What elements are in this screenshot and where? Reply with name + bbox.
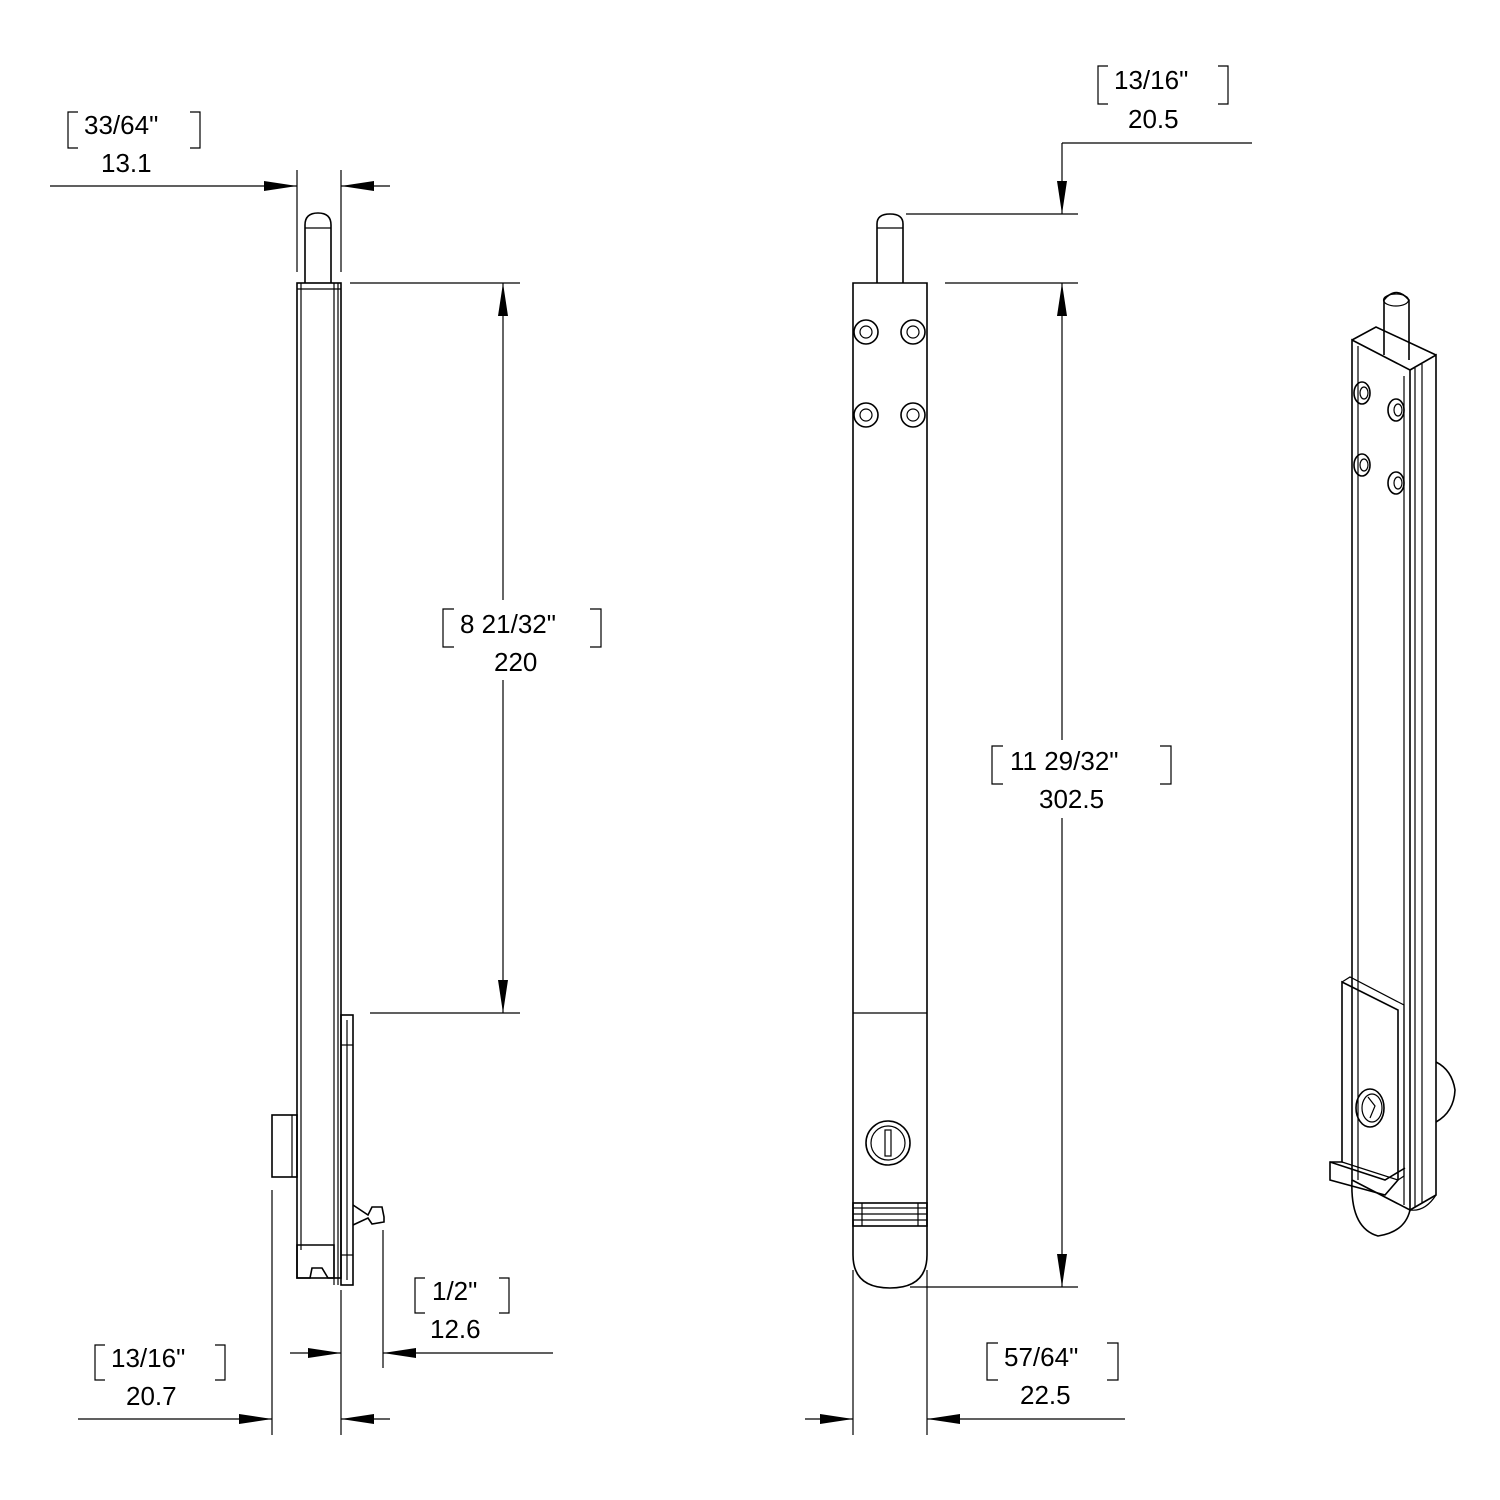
iso-body-side xyxy=(1409,353,1437,1211)
dim-side-knob-offset-imperial: 1/2" xyxy=(432,1276,477,1306)
dim-front-body-width-imperial: 57/64" xyxy=(1004,1342,1078,1372)
side-slide-plate xyxy=(340,1014,354,1286)
dim-front-body-length-metric: 302.5 xyxy=(1039,784,1104,814)
iso-pin xyxy=(1383,291,1410,360)
dim-side-slide-length-metric: 220 xyxy=(494,647,537,677)
iso-screw-hole xyxy=(1353,381,1371,405)
dim-side-pin-width: 33/64" 13.1 xyxy=(50,110,390,272)
dim-front-body-width: 57/64" 22.5 xyxy=(805,1270,1125,1435)
iso-body-bottom xyxy=(1351,1179,1411,1237)
dim-side-body-depth-imperial: 13/16" xyxy=(111,1343,185,1373)
dim-front-body-width-metric: 22.5 xyxy=(1020,1380,1071,1410)
dim-side-slide-length: 8 21/32" 220 xyxy=(350,282,602,1014)
iso-screw-hole xyxy=(1387,471,1405,495)
iso-screw-hole xyxy=(1353,453,1371,477)
front-screw-hole xyxy=(900,402,926,428)
dim-side-body-depth-metric: 20.7 xyxy=(126,1381,177,1411)
iso-body-front xyxy=(1351,338,1411,1212)
side-back-latch xyxy=(271,1114,298,1178)
dim-front-body-length: 11 29/32" 302.5 xyxy=(910,282,1172,1288)
dim-side-pin-width-metric: 13.1 xyxy=(101,148,152,178)
front-view xyxy=(852,213,928,1289)
side-foot xyxy=(296,1244,335,1279)
dim-side-knob-offset: 1/2" 12.6 xyxy=(290,1230,553,1435)
front-lock-icon xyxy=(865,1120,911,1166)
dim-side-body-depth: 13/16" 20.7 xyxy=(78,1190,390,1435)
dim-front-pin-protrusion-metric: 20.5 xyxy=(1128,104,1179,134)
side-body xyxy=(296,282,342,1279)
side-knob xyxy=(352,1204,385,1226)
dim-front-pin-protrusion-imperial: 13/16" xyxy=(1114,65,1188,95)
iso-slide-plate xyxy=(1329,980,1399,1196)
front-screw-hole xyxy=(853,402,879,428)
front-screw-hole xyxy=(900,319,926,345)
iso-screw-hole xyxy=(1387,398,1405,422)
dim-side-slide-length-imperial: 8 21/32" xyxy=(460,609,556,639)
side-pin xyxy=(304,212,332,283)
iso-lock-icon xyxy=(1355,1088,1385,1128)
iso-back-latch xyxy=(1435,1061,1456,1123)
dim-side-knob-offset-metric: 12.6 xyxy=(430,1314,481,1344)
front-body xyxy=(852,282,928,1289)
side-view xyxy=(271,212,385,1286)
dim-side-pin-width-imperial: 33/64" xyxy=(84,110,158,140)
front-screw-hole xyxy=(853,319,879,345)
isometric-view xyxy=(1329,291,1456,1237)
front-thumb-grip xyxy=(852,1202,928,1227)
front-pin xyxy=(876,213,904,283)
dim-front-pin-protrusion: 13/16" 20.5 xyxy=(906,65,1252,215)
dim-front-body-length-imperial: 11 29/32" xyxy=(1010,746,1119,776)
